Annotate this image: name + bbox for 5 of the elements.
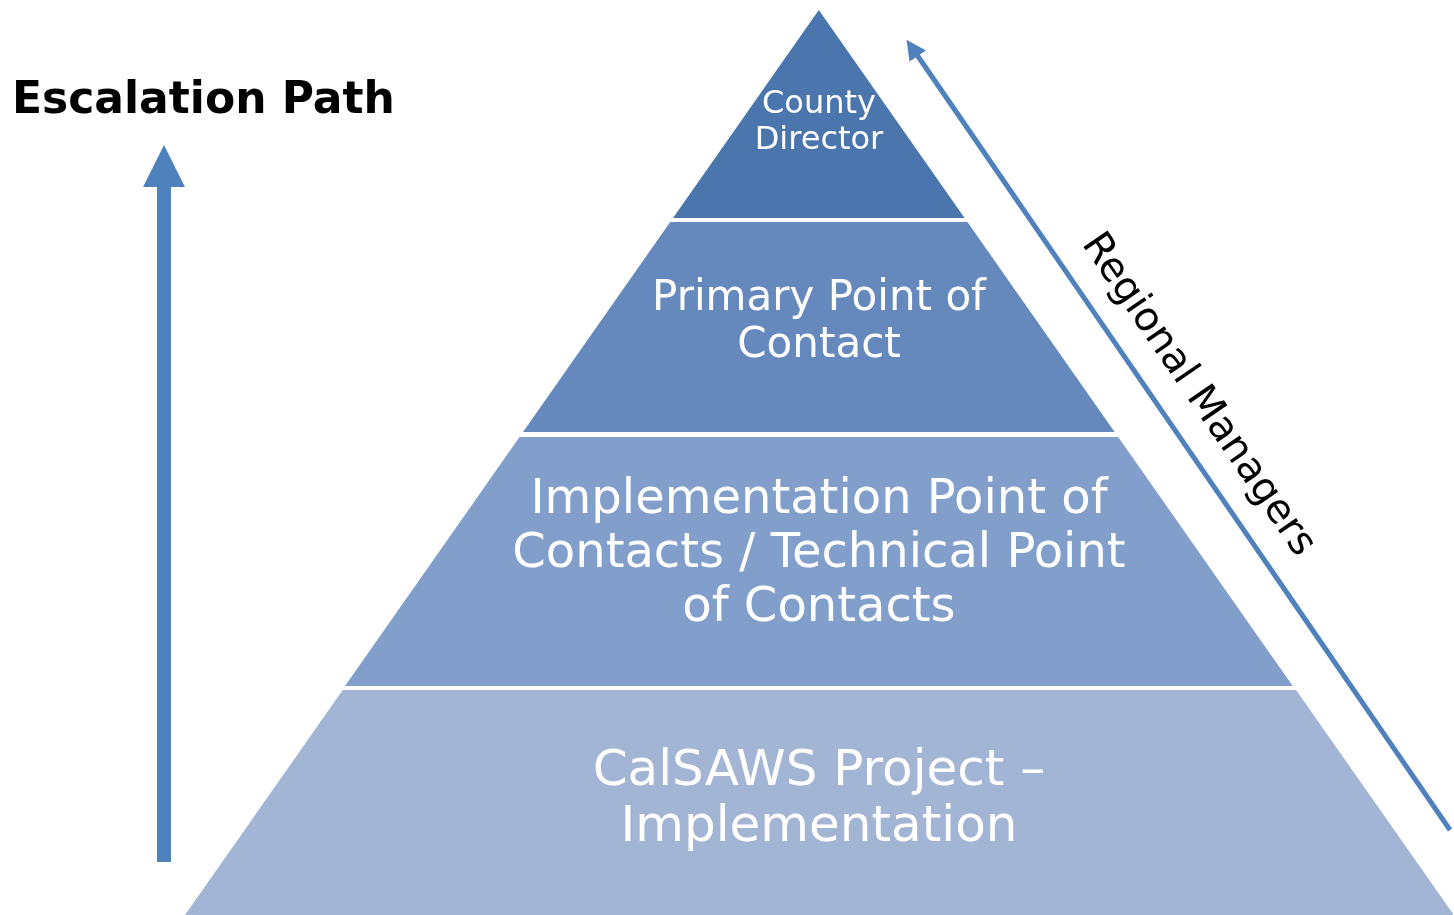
axis-title: Escalation Path xyxy=(12,72,395,123)
tier-label: CalSAWS Project – Implementation xyxy=(591,740,1047,852)
tier-label: Implementation Point of Contacts / Technical Point of Contacts xyxy=(511,470,1127,632)
tier-label: County Director xyxy=(753,85,885,157)
tier-label: Primary Point of Contact xyxy=(651,272,988,367)
